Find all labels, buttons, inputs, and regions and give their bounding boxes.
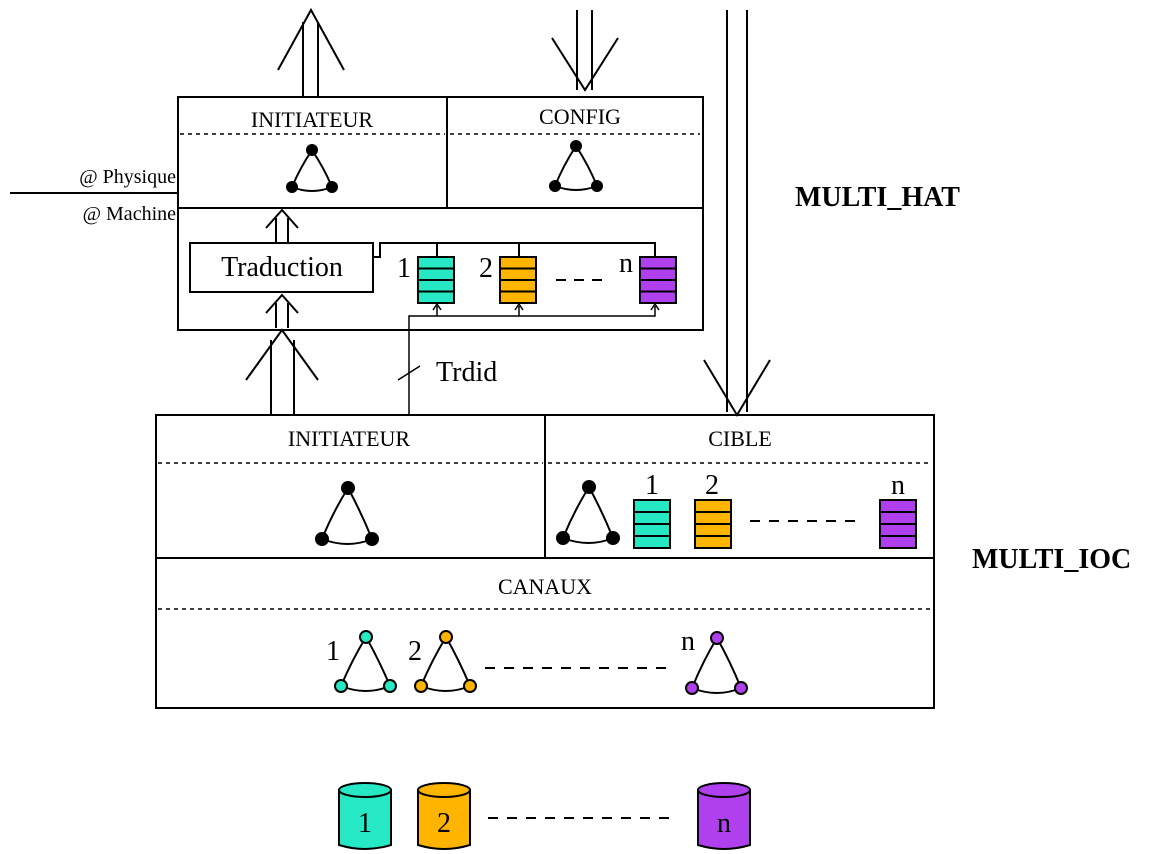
multi-hat-title: MULTI_HAT <box>795 182 960 213</box>
fifo-icon <box>499 256 537 304</box>
disk-icon <box>338 782 392 850</box>
double-arrow-icon <box>551 10 619 92</box>
double-arrow-icon <box>265 208 299 243</box>
hat-config-label: CONFIG <box>539 104 621 129</box>
hat-initiateur-label: INITIATEUR <box>251 107 374 132</box>
double-arrow-icon <box>245 328 319 415</box>
hat-fifo-label: n <box>619 248 633 279</box>
double-arrow-icon <box>277 7 345 98</box>
device-label: 1 <box>358 808 372 839</box>
ring-icon <box>334 630 397 693</box>
ring-icon <box>414 630 477 693</box>
traduction-box: Traduction <box>189 242 374 293</box>
traduction-label: Traduction <box>221 252 343 283</box>
cible-fifo-label: 2 <box>705 470 719 501</box>
fifo-icon <box>879 499 917 549</box>
fifo-icon <box>694 499 732 549</box>
device-label: 2 <box>437 808 451 839</box>
addr-machine-label: @ Machine <box>83 203 177 225</box>
trdid-bus <box>397 302 660 415</box>
double-arrow-icon <box>703 10 771 417</box>
addr-physique-label: @ Physique <box>79 166 176 188</box>
ring-icon <box>315 481 379 546</box>
fifo-icon <box>633 499 671 549</box>
ring-icon <box>556 480 620 545</box>
double-arrow-icon <box>265 293 299 328</box>
disk-icon <box>697 782 751 850</box>
address-line: @ Physique @ Machine <box>10 166 178 225</box>
device-label: n <box>717 808 731 839</box>
hat-fifo-label: 1 <box>397 253 411 284</box>
ioc-cible-label: CIBLE <box>708 426 772 451</box>
multi-ioc-block: INITIATEUR CIBLE CANAUX <box>155 414 935 709</box>
channel-label: 2 <box>408 636 422 667</box>
ring-icon <box>286 144 338 193</box>
ioc-canaux-label: CANAUX <box>498 574 592 599</box>
ring-icon <box>549 140 603 192</box>
cible-fifo-label: 1 <box>645 470 659 501</box>
multi-ioc-title: MULTI_IOC <box>972 544 1131 575</box>
ioc-initiateur-label: INITIATEUR <box>288 426 411 451</box>
ring-icon <box>685 631 748 695</box>
multi-hat-block: INITIATEUR CONFIG <box>177 96 704 331</box>
hat-fifo-label: 2 <box>479 253 493 284</box>
fifo-icon <box>417 256 455 304</box>
fifo-icon <box>639 256 677 304</box>
trdid-label: Trdid <box>436 357 497 388</box>
channel-label: n <box>681 626 695 657</box>
cible-fifo-label: n <box>891 470 905 501</box>
disk-icon <box>417 782 471 850</box>
channel-label: 1 <box>326 636 340 667</box>
